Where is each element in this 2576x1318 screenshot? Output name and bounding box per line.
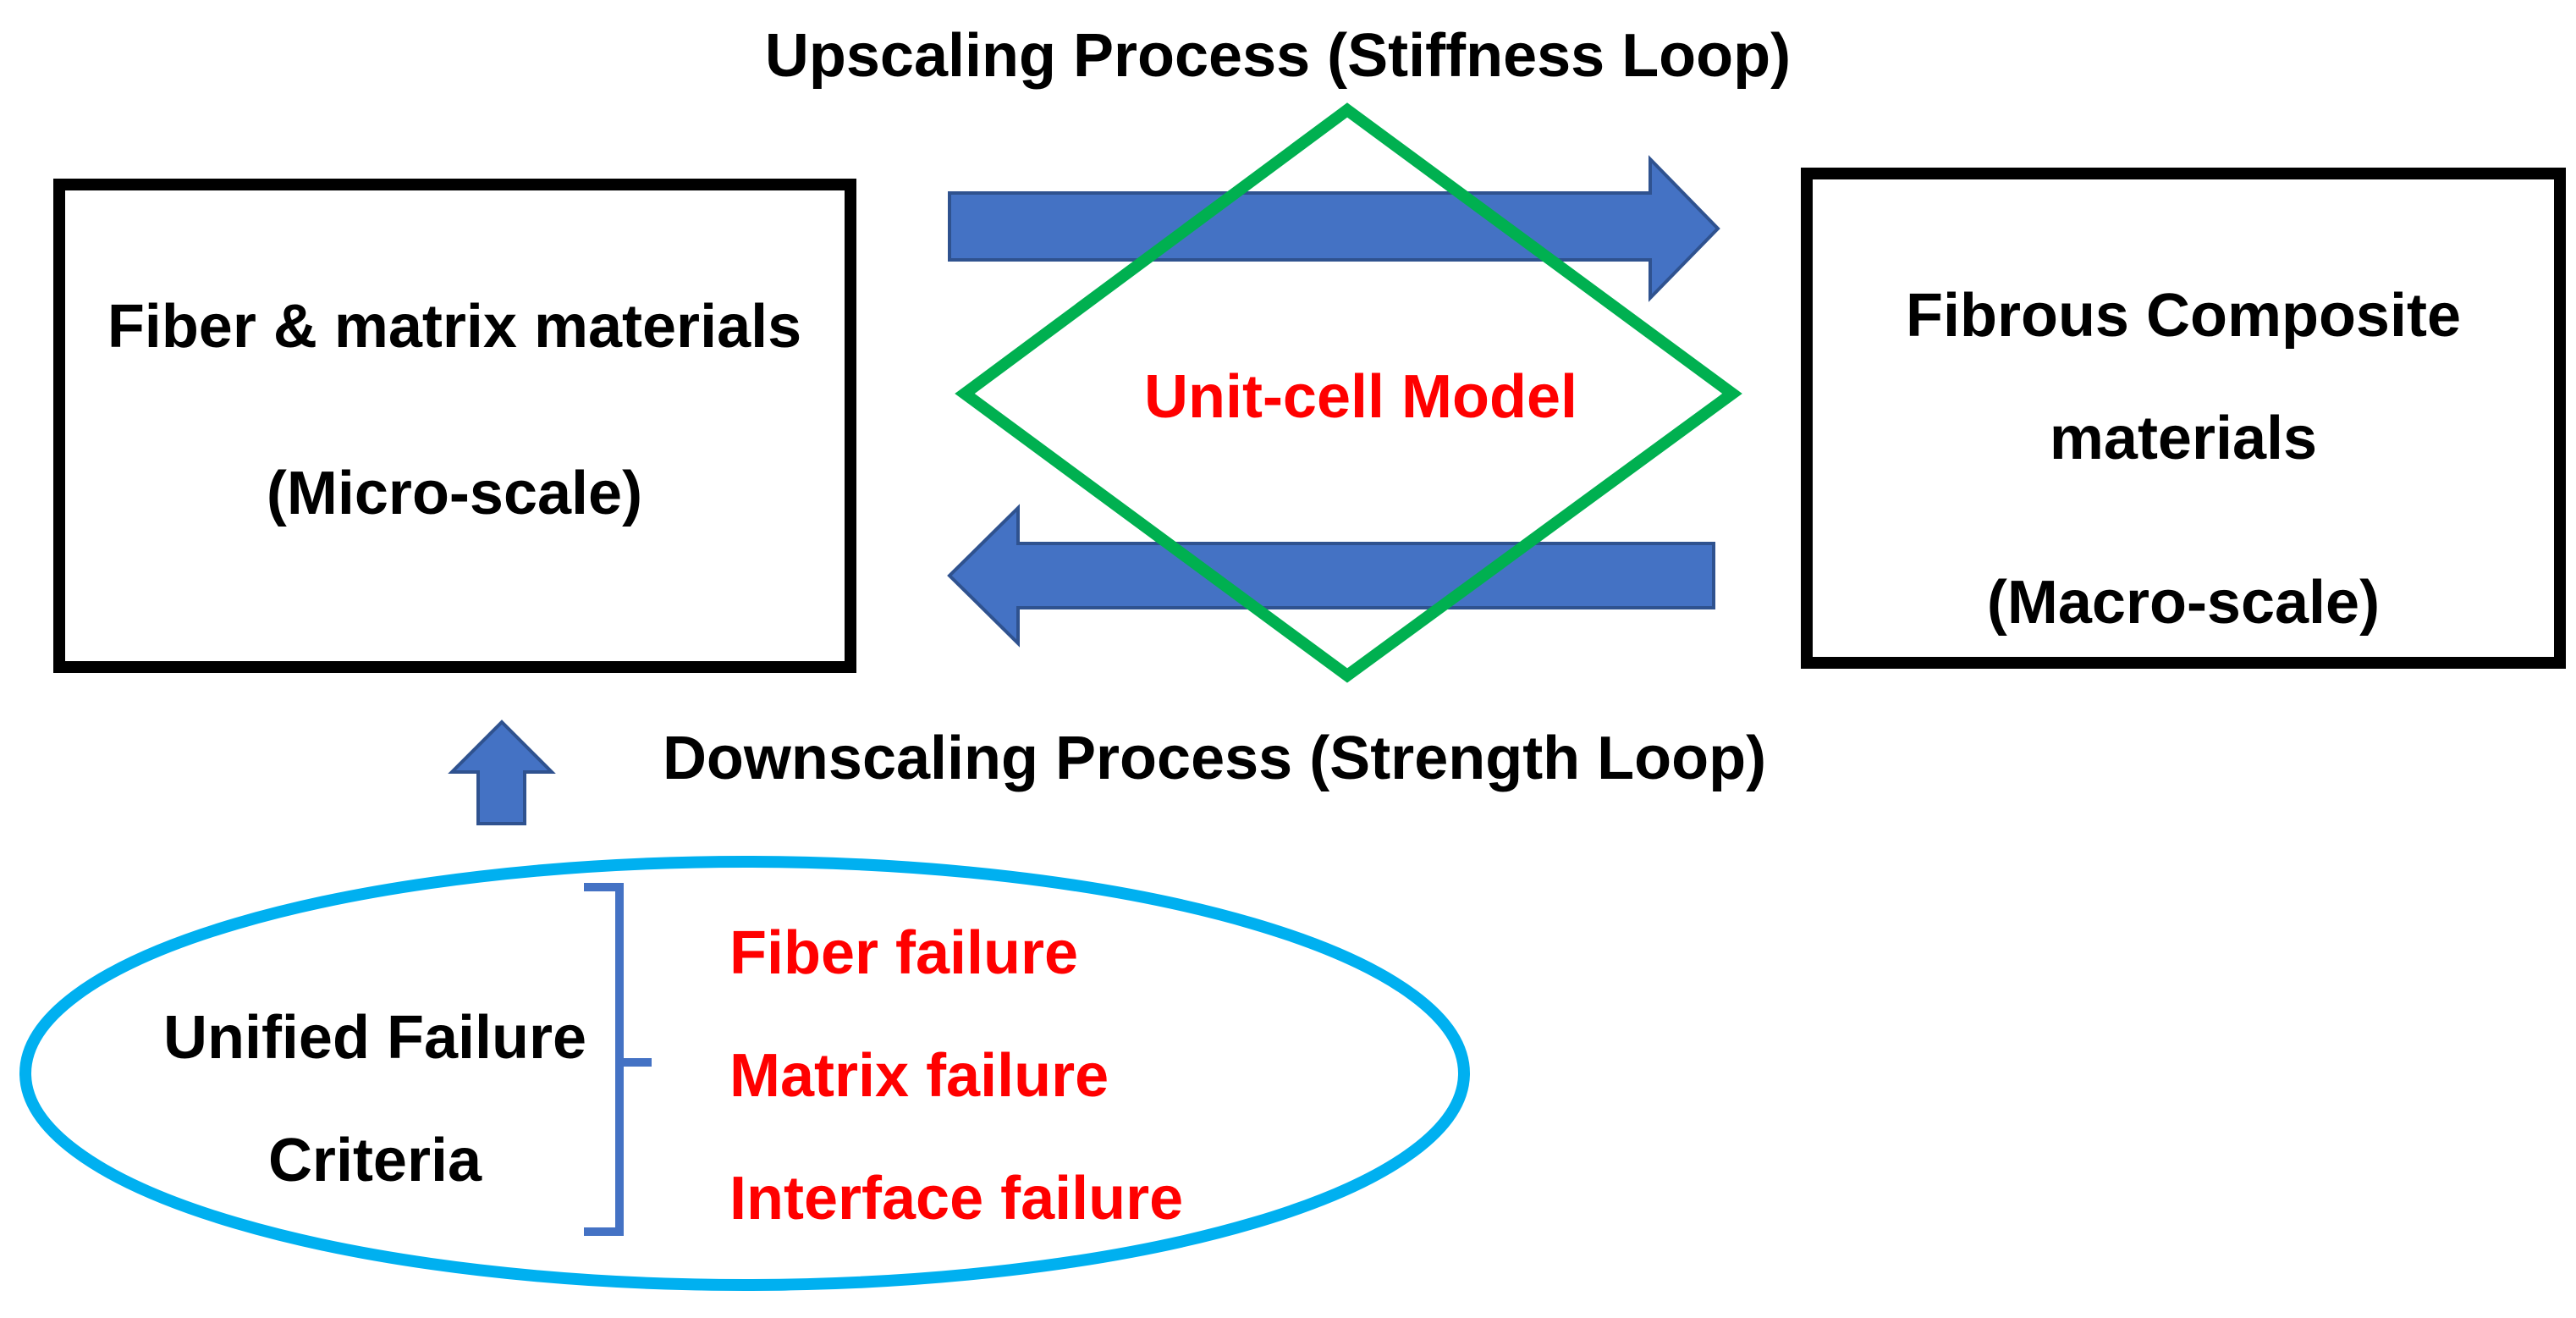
macro-scale-box [1801,168,2566,669]
criteria-brace [584,883,652,1236]
micro-box-line1: Fiber & matrix materials [107,293,801,361]
macro-box-line2: materials [2050,405,2317,472]
failure-item-interface: Interface failure [729,1165,1183,1233]
criteria-line2: Criteria [268,1127,482,1194]
macro-box-line1: Fibrous Composite [1906,282,2461,350]
criteria-ellipse [19,856,1470,1291]
failure-item-fiber: Fiber failure [729,919,1078,987]
upscaling-label: Upscaling Process (Stiffness Loop) [765,22,1791,90]
downscaling-label: Downscaling Process (Strength Loop) [663,725,1766,792]
failure-item-matrix: Matrix failure [729,1042,1109,1110]
criteria-line1: Unified Failure [163,1004,586,1072]
criteria-up-arrow [448,720,556,825]
macro-box-line3: (Macro-scale) [1987,569,2380,637]
downscaling-arrow [947,504,1715,648]
micro-box-line2: (Micro-scale) [267,460,642,527]
unit-cell-label: Unit-cell Model [1144,363,1577,431]
micro-scale-box [53,179,856,673]
unit-cell-diamond [955,102,1742,683]
upscaling-arrow [948,155,1720,302]
